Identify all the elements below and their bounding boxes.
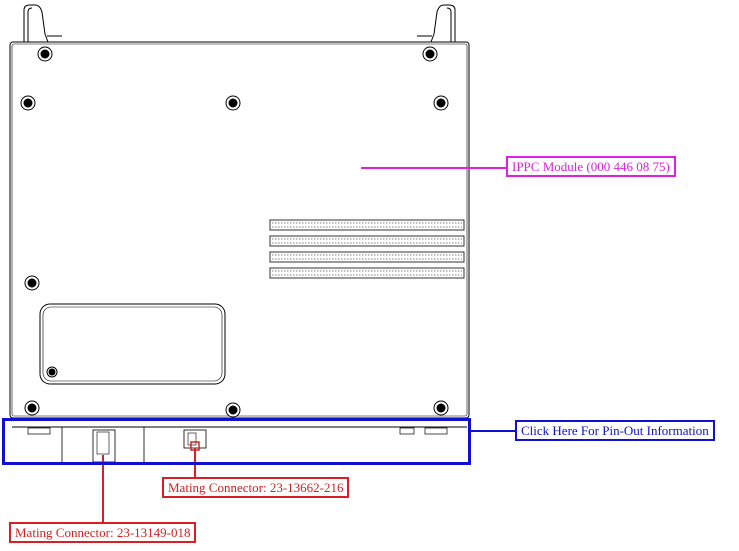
right-mounting-ear (417, 4, 456, 43)
connector-a-callout: Mating Connector: 23-13662-216 (162, 477, 350, 498)
vent-grille (269, 219, 465, 279)
label-recess (39, 303, 226, 385)
connector-b-callout: Mating Connector: 23-13149-018 (9, 522, 197, 543)
module-callout: IPPC Module (000 446 08 75) (506, 156, 676, 177)
left-mounting-ear (23, 4, 62, 43)
pinout-link[interactable]: Click Here For Pin-Out Information (515, 420, 715, 441)
mounting-screws (20, 46, 449, 418)
pinout-hotspot[interactable] (2, 418, 471, 465)
